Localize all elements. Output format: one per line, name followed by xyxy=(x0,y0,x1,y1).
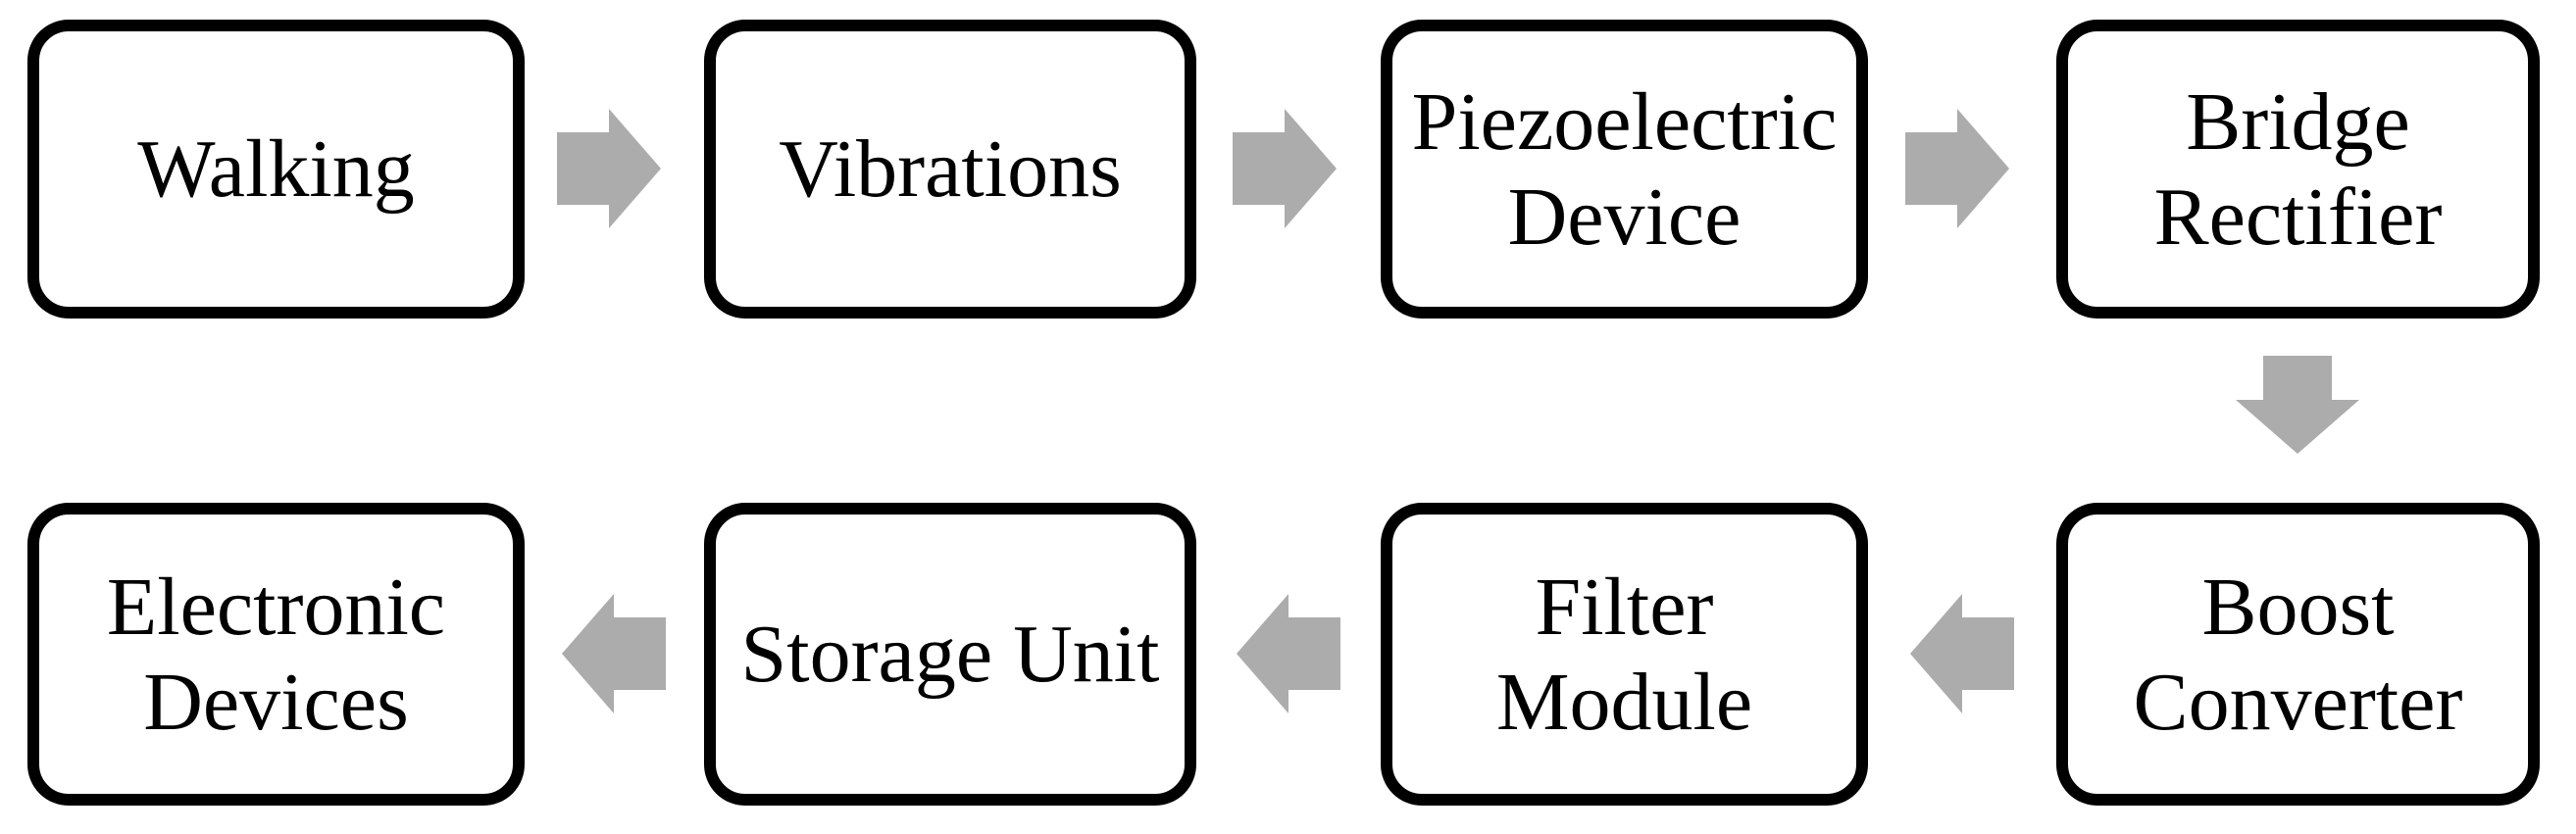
node-label: Vibrations xyxy=(779,123,1122,215)
node-vibrations: Vibrations xyxy=(704,20,1196,319)
arrow-right-icon xyxy=(1905,109,2009,228)
node-label: Device xyxy=(1507,171,1742,263)
arrow-left-icon xyxy=(562,594,666,713)
arrow-right-icon xyxy=(557,109,661,228)
arrow-right-shape xyxy=(557,109,661,228)
node-label: Bridge xyxy=(2186,75,2410,168)
node-label: Module xyxy=(1495,656,1753,748)
node-label: Walking xyxy=(137,123,415,215)
node-bridge-rectifier: Bridge Rectifier xyxy=(2056,20,2540,319)
node-walking: Walking xyxy=(27,20,525,319)
arrow-left-icon xyxy=(1910,594,2014,713)
node-label: Electronic xyxy=(106,561,446,653)
node-storage-unit: Storage Unit xyxy=(704,503,1196,806)
node-label: Piezoelectric xyxy=(1411,75,1838,168)
arrow-right-shape xyxy=(1905,109,2009,228)
arrow-down-shape xyxy=(2236,356,2359,454)
node-piezoelectric-device: Piezoelectric Device xyxy=(1381,20,1868,319)
node-label: Boost xyxy=(2201,561,2395,653)
arrow-down-icon xyxy=(2236,356,2359,454)
node-electronic-devices: Electronic Devices xyxy=(27,503,525,806)
node-label: Devices xyxy=(143,656,409,748)
arrow-right-shape xyxy=(1233,109,1337,228)
arrow-left-icon xyxy=(1237,594,1340,713)
node-label: Filter xyxy=(1535,561,1714,653)
arrow-right-icon xyxy=(1233,109,1337,228)
arrow-left-shape xyxy=(562,594,666,713)
node-label: Converter xyxy=(2133,656,2463,748)
node-filter-module: Filter Module xyxy=(1381,503,1868,806)
arrow-left-shape xyxy=(1237,594,1340,713)
arrow-left-shape xyxy=(1910,594,2014,713)
node-label: Storage Unit xyxy=(740,609,1160,700)
node-label: Rectifier xyxy=(2153,171,2443,263)
node-boost-converter: Boost Converter xyxy=(2056,503,2540,806)
